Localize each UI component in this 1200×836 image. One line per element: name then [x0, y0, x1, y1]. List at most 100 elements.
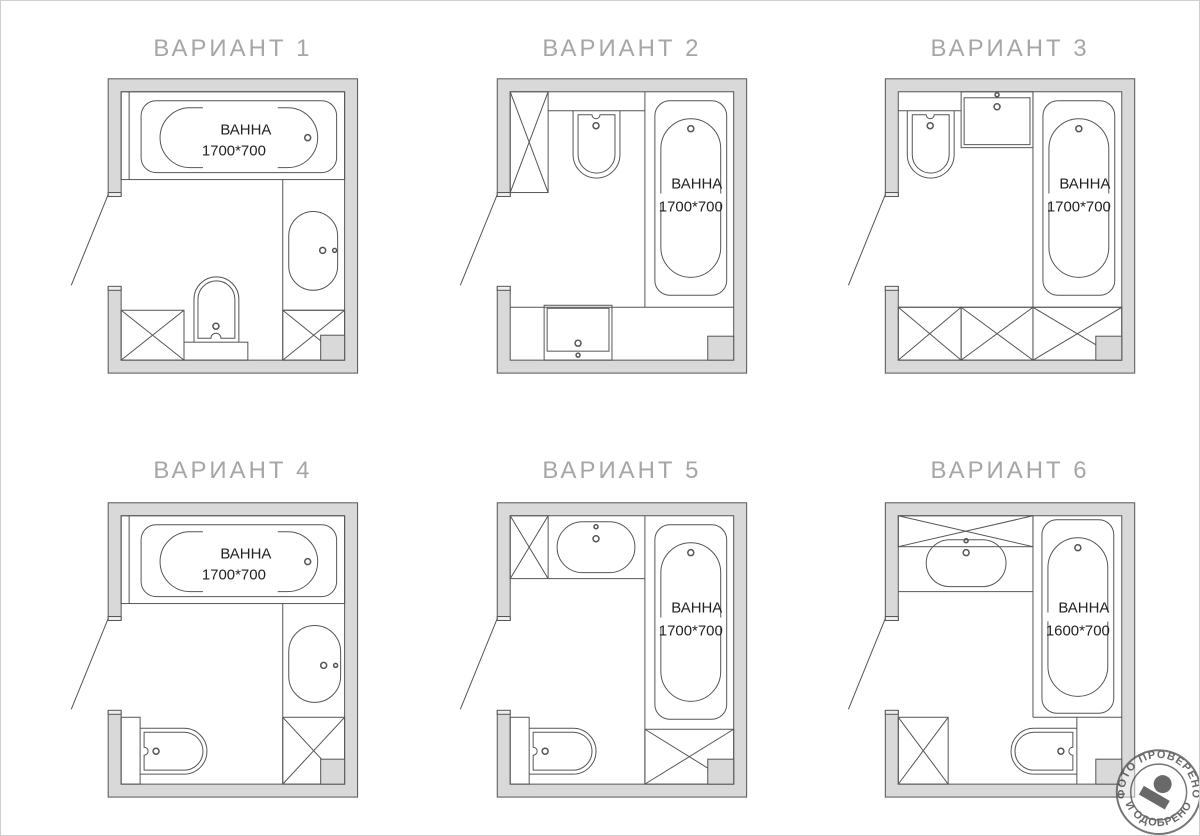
bath-frame [120, 515, 346, 605]
door-jamb [496, 616, 511, 622]
washbasin [543, 304, 613, 361]
variant-title: ВАРИАНТ 1 [153, 35, 312, 62]
door-jamb [884, 285, 899, 291]
door-opening [107, 620, 123, 711]
storage-cabinet [120, 309, 185, 361]
door-opening [496, 620, 512, 711]
drain-icon [1074, 543, 1082, 552]
bath-label: ВАННА [220, 546, 271, 563]
door-swing-line [70, 618, 109, 710]
bath-label: ВАННА [671, 176, 722, 193]
bath-basin-left [159, 107, 203, 169]
toilet [183, 276, 249, 361]
bath-label: ВАННА [1058, 600, 1109, 617]
floor [897, 515, 1123, 785]
bath-label: ВАННА [671, 600, 722, 617]
drain-icon [575, 352, 581, 358]
toilet-bowl [140, 727, 208, 775]
cabinet-outline [120, 309, 185, 361]
cross-line [897, 306, 962, 361]
door-jamb [496, 709, 511, 715]
bath-basin-right [277, 107, 319, 169]
cross-line [282, 309, 345, 361]
bath-outline [140, 524, 338, 598]
cross-line [282, 716, 345, 785]
toilet-tank [509, 716, 530, 785]
stamp-person-body-icon [1138, 785, 1170, 810]
cross-line [120, 309, 185, 361]
bath-outline [654, 524, 728, 720]
door-jamb [107, 285, 122, 291]
washbasin-bowl [546, 307, 610, 352]
cabinet-outline [509, 91, 549, 194]
shower-cabinet [897, 716, 949, 785]
toilet-seat [1014, 731, 1074, 771]
cabinet-outline [897, 716, 949, 785]
bath-outline [654, 100, 728, 296]
drain-icon [993, 103, 1001, 111]
door-jamb [107, 709, 122, 715]
bath-basin-left [159, 531, 203, 593]
door-jamb [884, 616, 899, 622]
toilet-seat [197, 280, 236, 339]
bath-basin-bottom [1047, 621, 1109, 697]
bath-basin-right [277, 531, 319, 593]
washbasin [556, 521, 636, 574]
floor [897, 91, 1123, 361]
toilet-tank [183, 341, 249, 361]
variant-title: ВАРИАНТ 6 [930, 457, 1089, 484]
floor [120, 91, 346, 361]
door-swing-line [70, 194, 109, 286]
door-swing-line [847, 618, 886, 710]
door-opening [496, 196, 512, 287]
toilet-seat [532, 731, 593, 771]
toilet-bowl [906, 110, 955, 179]
bath-basin-bottom [660, 202, 722, 278]
toilet [120, 716, 208, 785]
toilet-tank [120, 716, 141, 785]
drain-icon [593, 523, 599, 530]
drain-icon [926, 121, 934, 130]
utility-shaft [707, 335, 735, 361]
variant-title: ВАРИАНТ 3 [930, 35, 1089, 62]
door-opening [107, 196, 123, 287]
toilet-seat [143, 731, 204, 771]
cabinet-outline [1032, 306, 1123, 361]
drain-icon [1075, 124, 1083, 133]
toilet-bowl [572, 110, 621, 179]
door-jamb [884, 192, 899, 198]
bath-basin-bottom [660, 626, 722, 702]
cabinet-outline [282, 716, 346, 785]
bath-outline [1042, 100, 1116, 296]
washbasin-bowl [288, 210, 339, 291]
drain-icon [687, 548, 695, 557]
toilet [1010, 727, 1077, 775]
drain-icon [303, 557, 312, 566]
bath-basin-bottom [1048, 202, 1110, 278]
faucet-icon [592, 534, 600, 543]
bath-size-label: 1700*700 [1047, 198, 1111, 215]
toilet [906, 110, 955, 179]
shower-cabinet [509, 515, 549, 580]
variant-title: ВАРИАНТ 5 [542, 457, 701, 484]
cross-line [644, 728, 734, 785]
drain-icon [332, 662, 339, 669]
toilet [572, 110, 621, 179]
utility-shaft [320, 758, 346, 785]
washbasin [925, 537, 1007, 588]
door-jamb [496, 285, 511, 291]
washbasin-bowl [556, 521, 636, 574]
bath-basin-top [660, 118, 722, 194]
stamp-outer-ring [1115, 749, 1199, 835]
drain-icon [152, 747, 160, 755]
bath-outline [1041, 519, 1115, 714]
bath-label: ВАННА [220, 122, 271, 139]
floor [509, 515, 735, 785]
cabinet-outline [644, 728, 735, 785]
